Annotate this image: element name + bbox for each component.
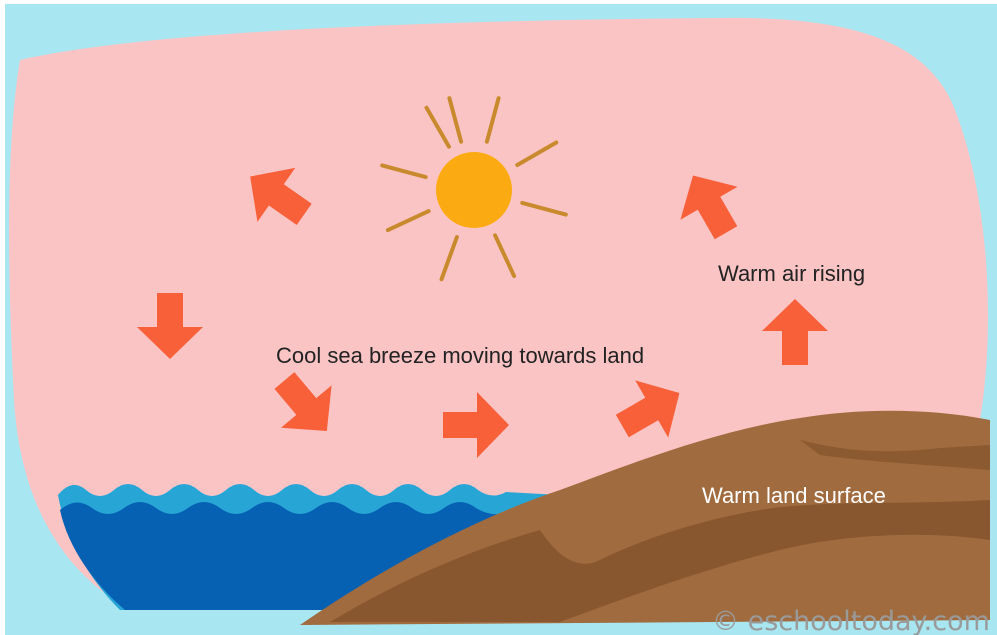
sun-ray xyxy=(385,209,431,233)
sun-ray xyxy=(447,96,464,144)
arrow-rising-right-icon xyxy=(762,299,828,365)
label-cool-sea-breeze: Cool sea breeze moving towards land xyxy=(276,343,644,368)
watermark: © eschooltoday.com xyxy=(712,606,990,635)
arrow-rising-top-right-icon xyxy=(680,175,738,240)
sun-ray xyxy=(520,200,568,217)
sun-ray xyxy=(439,235,459,282)
arrow-down-left-side-icon xyxy=(137,293,203,359)
top-strip xyxy=(0,0,997,4)
land-shadow xyxy=(330,500,990,622)
arrow-up-right-middle-icon xyxy=(615,380,680,438)
sun-icon xyxy=(380,96,568,282)
sun-ray xyxy=(515,140,559,167)
land-ridge xyxy=(800,440,990,470)
arrow-down-left-top-icon xyxy=(250,167,312,226)
sun-ray xyxy=(380,163,428,180)
sun-ray xyxy=(493,233,517,279)
arrow-down-mid-icon xyxy=(274,372,332,432)
label-warm-air-rising: Warm air rising xyxy=(718,261,865,286)
sun-ray xyxy=(484,96,501,144)
label-warm-land-surface: Warm land surface xyxy=(702,483,886,508)
arrow-right-middle-icon xyxy=(443,392,509,458)
sun-ray xyxy=(424,105,451,149)
